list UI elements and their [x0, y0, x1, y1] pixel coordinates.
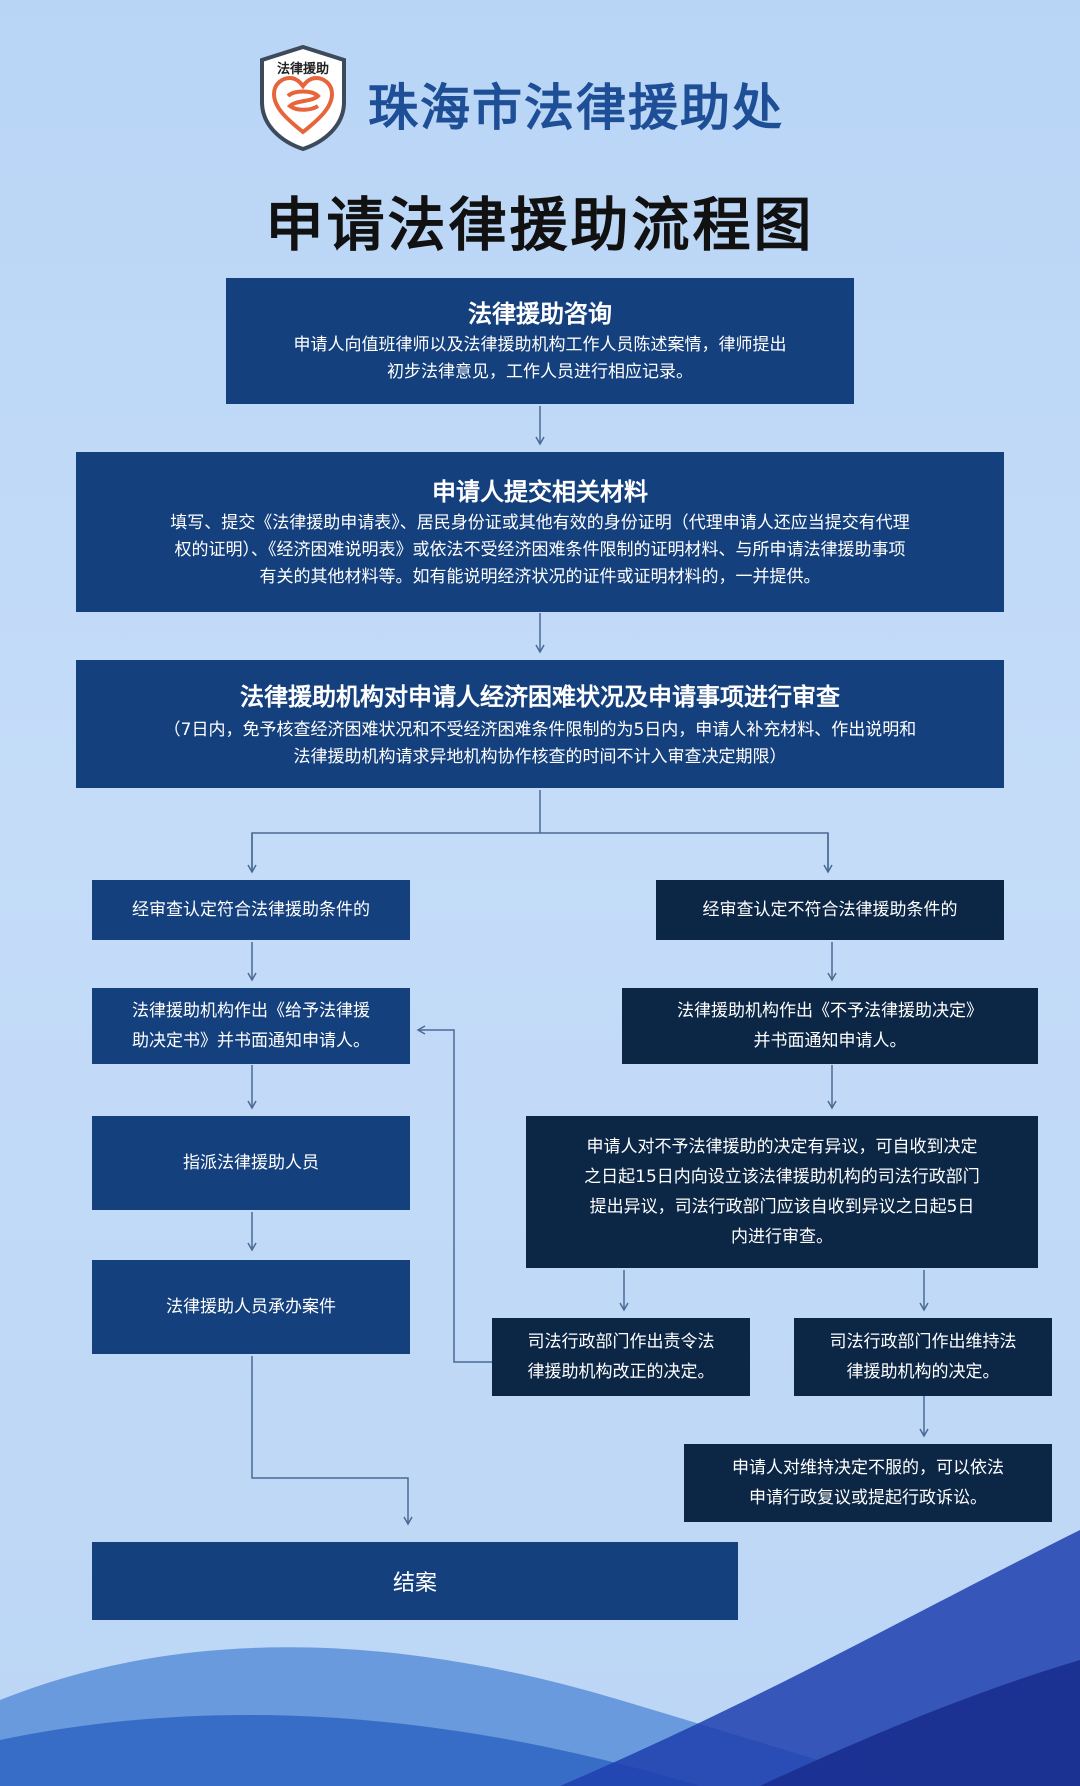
qualified-label: 经审查认定符合法律援助条件的	[132, 900, 370, 920]
uphold-line-2: 律援助机构的决定。	[846, 1362, 1000, 1382]
consult-title: 法律援助咨询	[468, 300, 612, 328]
uphold-line-1: 司法行政部门作出维持法	[829, 1332, 1017, 1352]
grant-notice-box: 法律援助机构作出《给予法律援 助决定书》并书面通知申请人。	[92, 988, 410, 1064]
legal-aid-badge-icon	[260, 44, 346, 152]
order-correct-line-2: 律援助机构改正的决定。	[527, 1362, 715, 1382]
review-box: 法律援助机构对申请人经济困难状况及申请事项进行审查 （7日内，免予核查经济困难状…	[76, 660, 1004, 788]
grant-notice-line-1: 法律援助机构作出《给予法律援	[132, 1001, 370, 1021]
grant-notice-line-2: 助决定书》并书面通知申请人。	[132, 1031, 370, 1051]
submit-desc-line-2: 权的证明）、《经济困难说明表》或依法不受经济困难条件限制的证明材料、与所申请法律…	[174, 539, 906, 560]
deny-notice-line-2: 并书面通知申请人。	[753, 1031, 907, 1051]
consult-desc-line-1: 申请人向值班律师以及法律援助机构工作人员陈述案情，律师提出	[293, 335, 787, 355]
appeal-line-1: 申请人对维持决定不服的，可以依法	[732, 1458, 1004, 1478]
objection-line-3: 提出异议，司法行政部门应该自收到异议之日起5日	[589, 1197, 975, 1217]
submit-box: 申请人提交相关材料 填写、提交《法律援助申请表》、居民身份证或其他有效的身份证明…	[76, 452, 1004, 612]
appeal-box: 申请人对维持决定不服的，可以依法 申请行政复议或提起行政诉讼。	[684, 1444, 1052, 1522]
objection-line-4: 内进行审查。	[731, 1227, 833, 1247]
review-desc-line-1: （7日内，免予核查经济困难状况和不受经济困难条件限制的为5日内，申请人补充材料、…	[163, 720, 917, 740]
consult-box: 法律援助咨询 申请人向值班律师以及法律援助机构工作人员陈述案情，律师提出 初步法…	[226, 278, 854, 404]
review-desc-line-2: 法律援助机构请求异地机构协作核查的时间不计入审查决定期限）	[293, 747, 787, 767]
submit-desc-line-1: 填写、提交《法律援助申请表》、居民身份证或其他有效的身份证明（代理申请人还应当提…	[170, 512, 910, 533]
badge-text: 法律援助	[276, 62, 329, 77]
org-name: 珠海市法律援助处	[368, 79, 784, 137]
uphold-box: 司法行政部门作出维持法 律援助机构的决定。	[794, 1318, 1052, 1396]
order-correct-line-1: 司法行政部门作出责令法	[527, 1332, 715, 1352]
objection-line-1: 申请人对不予法律援助的决定有异议，可自收到决定	[586, 1137, 978, 1157]
handle-box: 法律援助人员承办案件	[92, 1260, 410, 1354]
end-label: 结案	[392, 1571, 437, 1596]
appeal-line-2: 申请行政复议或提起行政诉讼。	[749, 1488, 987, 1508]
deny-notice-line-1: 法律援助机构作出《不予法律援助决定》	[677, 1001, 983, 1021]
objection-line-2: 之日起15日内向设立该法律援助机构的司法行政部门	[584, 1167, 980, 1187]
end-box: 结案	[92, 1542, 738, 1620]
consult-desc-line-2: 初步法律意见，工作人员进行相应记录。	[387, 362, 693, 382]
not-qualified-box: 经审查认定不符合法律援助条件的	[656, 880, 1004, 940]
deny-notice-box: 法律援助机构作出《不予法律援助决定》 并书面通知申请人。	[622, 988, 1038, 1064]
review-title: 法律援助机构对申请人经济困难状况及申请事项进行审查	[240, 683, 840, 711]
order-correct-box: 司法行政部门作出责令法 律援助机构改正的决定。	[492, 1318, 750, 1396]
qualified-box: 经审查认定符合法律援助条件的	[92, 880, 410, 940]
objection-box: 申请人对不予法律援助的决定有异议，可自收到决定 之日起15日内向设立该法律援助机…	[526, 1116, 1038, 1268]
handle-label: 法律援助人员承办案件	[166, 1297, 336, 1317]
page-title: 申请法律援助流程图	[265, 191, 815, 259]
assign-label: 指派法律援助人员	[183, 1153, 319, 1173]
submit-title: 申请人提交相关材料	[432, 477, 648, 506]
not-qualified-label: 经审查认定不符合法律援助条件的	[702, 900, 958, 920]
submit-desc-line-3: 有关的其他材料等。如有能说明经济状况的证件或证明材料的，一并提供。	[259, 566, 821, 587]
assign-box: 指派法律援助人员	[92, 1116, 410, 1210]
